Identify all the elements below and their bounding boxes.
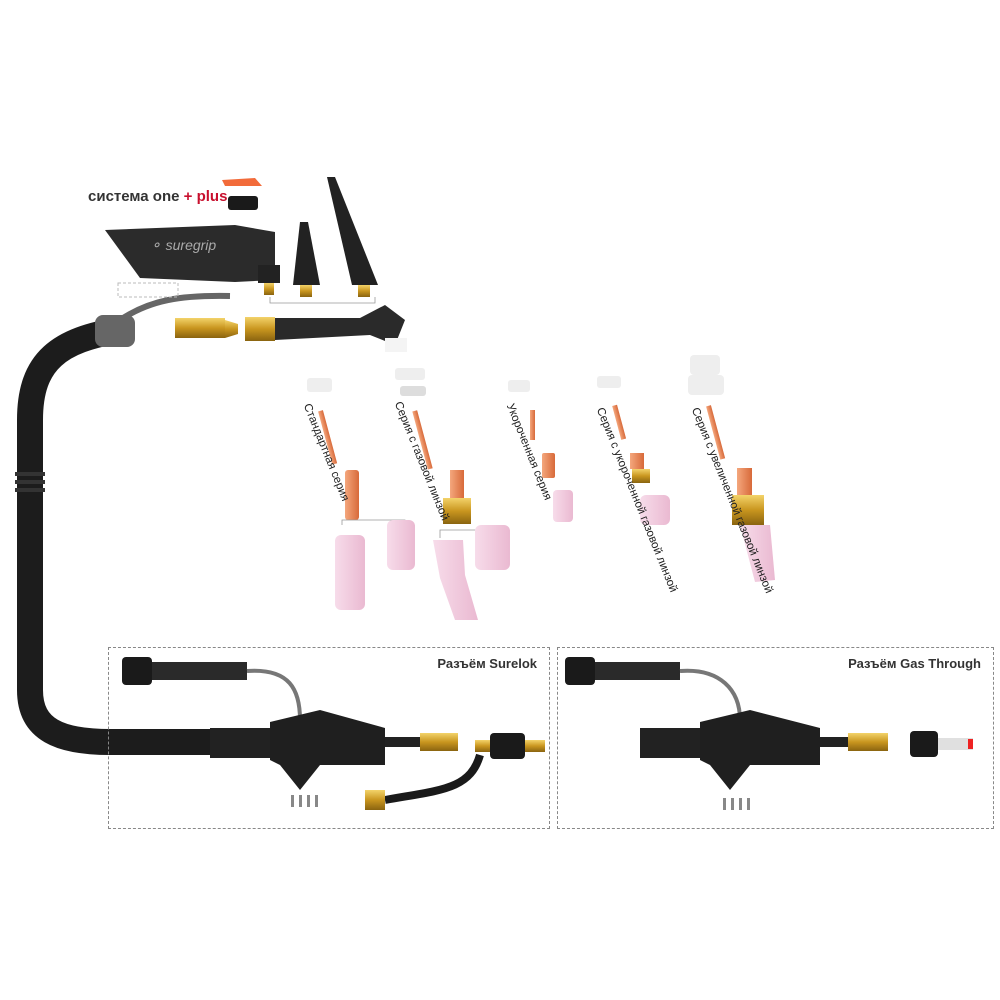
consumables-short (508, 380, 573, 522)
surelok-label: Разъём Surelok (437, 656, 537, 671)
main-cable (17, 317, 210, 755)
surelok-assembly (122, 657, 545, 810)
clips (117, 282, 179, 298)
plus-sign: + (183, 188, 193, 205)
back-cap-medium (293, 222, 320, 285)
cable-boot (95, 315, 135, 347)
system-label: система one (88, 188, 180, 205)
gas-through-box: Разъём Gas Through (557, 647, 994, 829)
cable-rings (15, 472, 45, 492)
brass-fitting (175, 318, 225, 338)
torch-brass-adapter (245, 317, 275, 341)
handle-brand: ⚬ suregrip (150, 237, 216, 253)
back-cap-long (327, 177, 378, 285)
consumables-standard (307, 378, 415, 610)
gas-hose (118, 292, 231, 323)
red-switch (222, 178, 262, 186)
consumables-gas-lens (395, 368, 510, 620)
plus-label: plus (196, 188, 228, 205)
back-cap-short (258, 265, 280, 283)
gas-through-label: Разъём Gas Through (848, 656, 981, 671)
torch-body (275, 305, 405, 345)
surelok-box: Разъём Surelok (108, 647, 550, 829)
suregrip-handle (105, 225, 275, 282)
consumables-large-gas-lens (688, 355, 775, 582)
system-title: система one + plus (88, 188, 227, 205)
gas-through-assembly (565, 657, 973, 810)
consumables-short-gas-lens (597, 376, 670, 525)
switch-cap (228, 196, 258, 210)
